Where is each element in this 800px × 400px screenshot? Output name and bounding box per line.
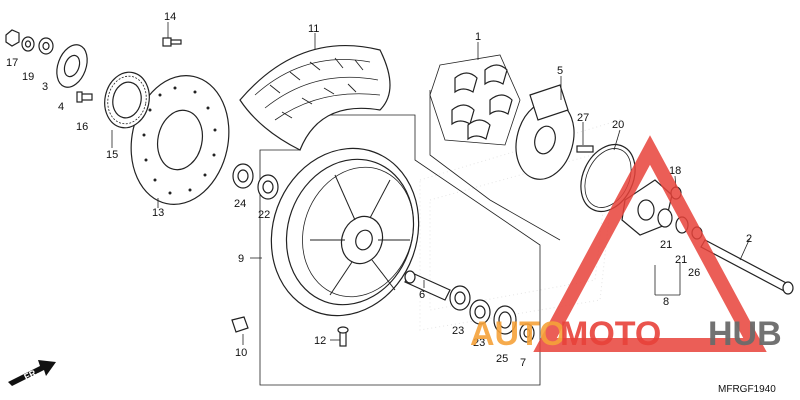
seal-22 (257, 174, 279, 200)
label-3: 3 (42, 81, 48, 93)
label-12: 12 (314, 335, 326, 347)
driven-flange (515, 84, 575, 180)
balance-weight-10 (231, 316, 249, 333)
label-10: 10 (235, 347, 247, 359)
label-26: 26 (688, 267, 700, 279)
nut-17 (5, 29, 20, 47)
hub-box-outline (429, 90, 561, 241)
seal-25 (493, 305, 517, 335)
label-2: 2 (746, 233, 752, 245)
damper-rubbers (429, 54, 521, 146)
label-9: 9 (238, 253, 244, 265)
label-16: 16 (76, 121, 88, 133)
distance-collar-6 (404, 270, 451, 301)
label-5: 5 (557, 65, 563, 77)
bearing-24 (232, 163, 254, 189)
stud-bolt-27 (576, 145, 594, 153)
label-24: 24 (234, 198, 246, 210)
label-19: 19 (22, 71, 34, 83)
watermark-hub: HUB (708, 315, 782, 353)
tire (239, 44, 391, 151)
label-15: 14 (164, 11, 176, 23)
bolt-16 (76, 91, 93, 103)
brake-disc (130, 75, 230, 205)
label-8: 8 (663, 296, 669, 308)
part-labels: 14 11 1 5 27 20 18 2 21 21 26 8 17 19 3 … (6, 11, 752, 369)
front-direction-marker: FR. (8, 360, 56, 386)
pulser-ring (104, 71, 150, 129)
collar-7 (519, 323, 535, 343)
label-23a: 23 (452, 325, 464, 337)
wheel-rim (270, 147, 420, 317)
label-1: 1 (475, 31, 481, 43)
label-18: 18 (669, 165, 681, 177)
collar-3 (38, 37, 54, 55)
label-4: 4 (58, 101, 64, 113)
label-25: 25 (496, 353, 508, 365)
dust-seal-4 (56, 44, 88, 88)
drawing-code: MFRGF1940 (718, 384, 776, 395)
valve-12 (337, 326, 349, 347)
label-27: 27 (577, 112, 589, 124)
watermark-auto: AUTO (470, 315, 566, 353)
label-23b: 23 (473, 337, 485, 349)
label-14: 15 (106, 149, 118, 161)
bearing-23b (469, 299, 491, 325)
label-6: 6 (419, 289, 425, 301)
label-20: 20 (612, 119, 624, 131)
label-11: 11 (308, 23, 319, 35)
bolt-15 (162, 37, 182, 47)
watermark-moto: MOTO (560, 315, 661, 353)
label-13: 13 (152, 207, 164, 219)
bearing-23a (449, 285, 471, 311)
label-21a: 21 (660, 239, 672, 251)
label-22: 22 (258, 209, 270, 221)
washer-19 (21, 36, 35, 52)
label-17: 17 (6, 57, 18, 69)
automotohub-watermark: AUTO MOTO HUB (470, 135, 782, 353)
label-21b: 21 (675, 254, 687, 266)
label-7: 7 (520, 357, 526, 369)
